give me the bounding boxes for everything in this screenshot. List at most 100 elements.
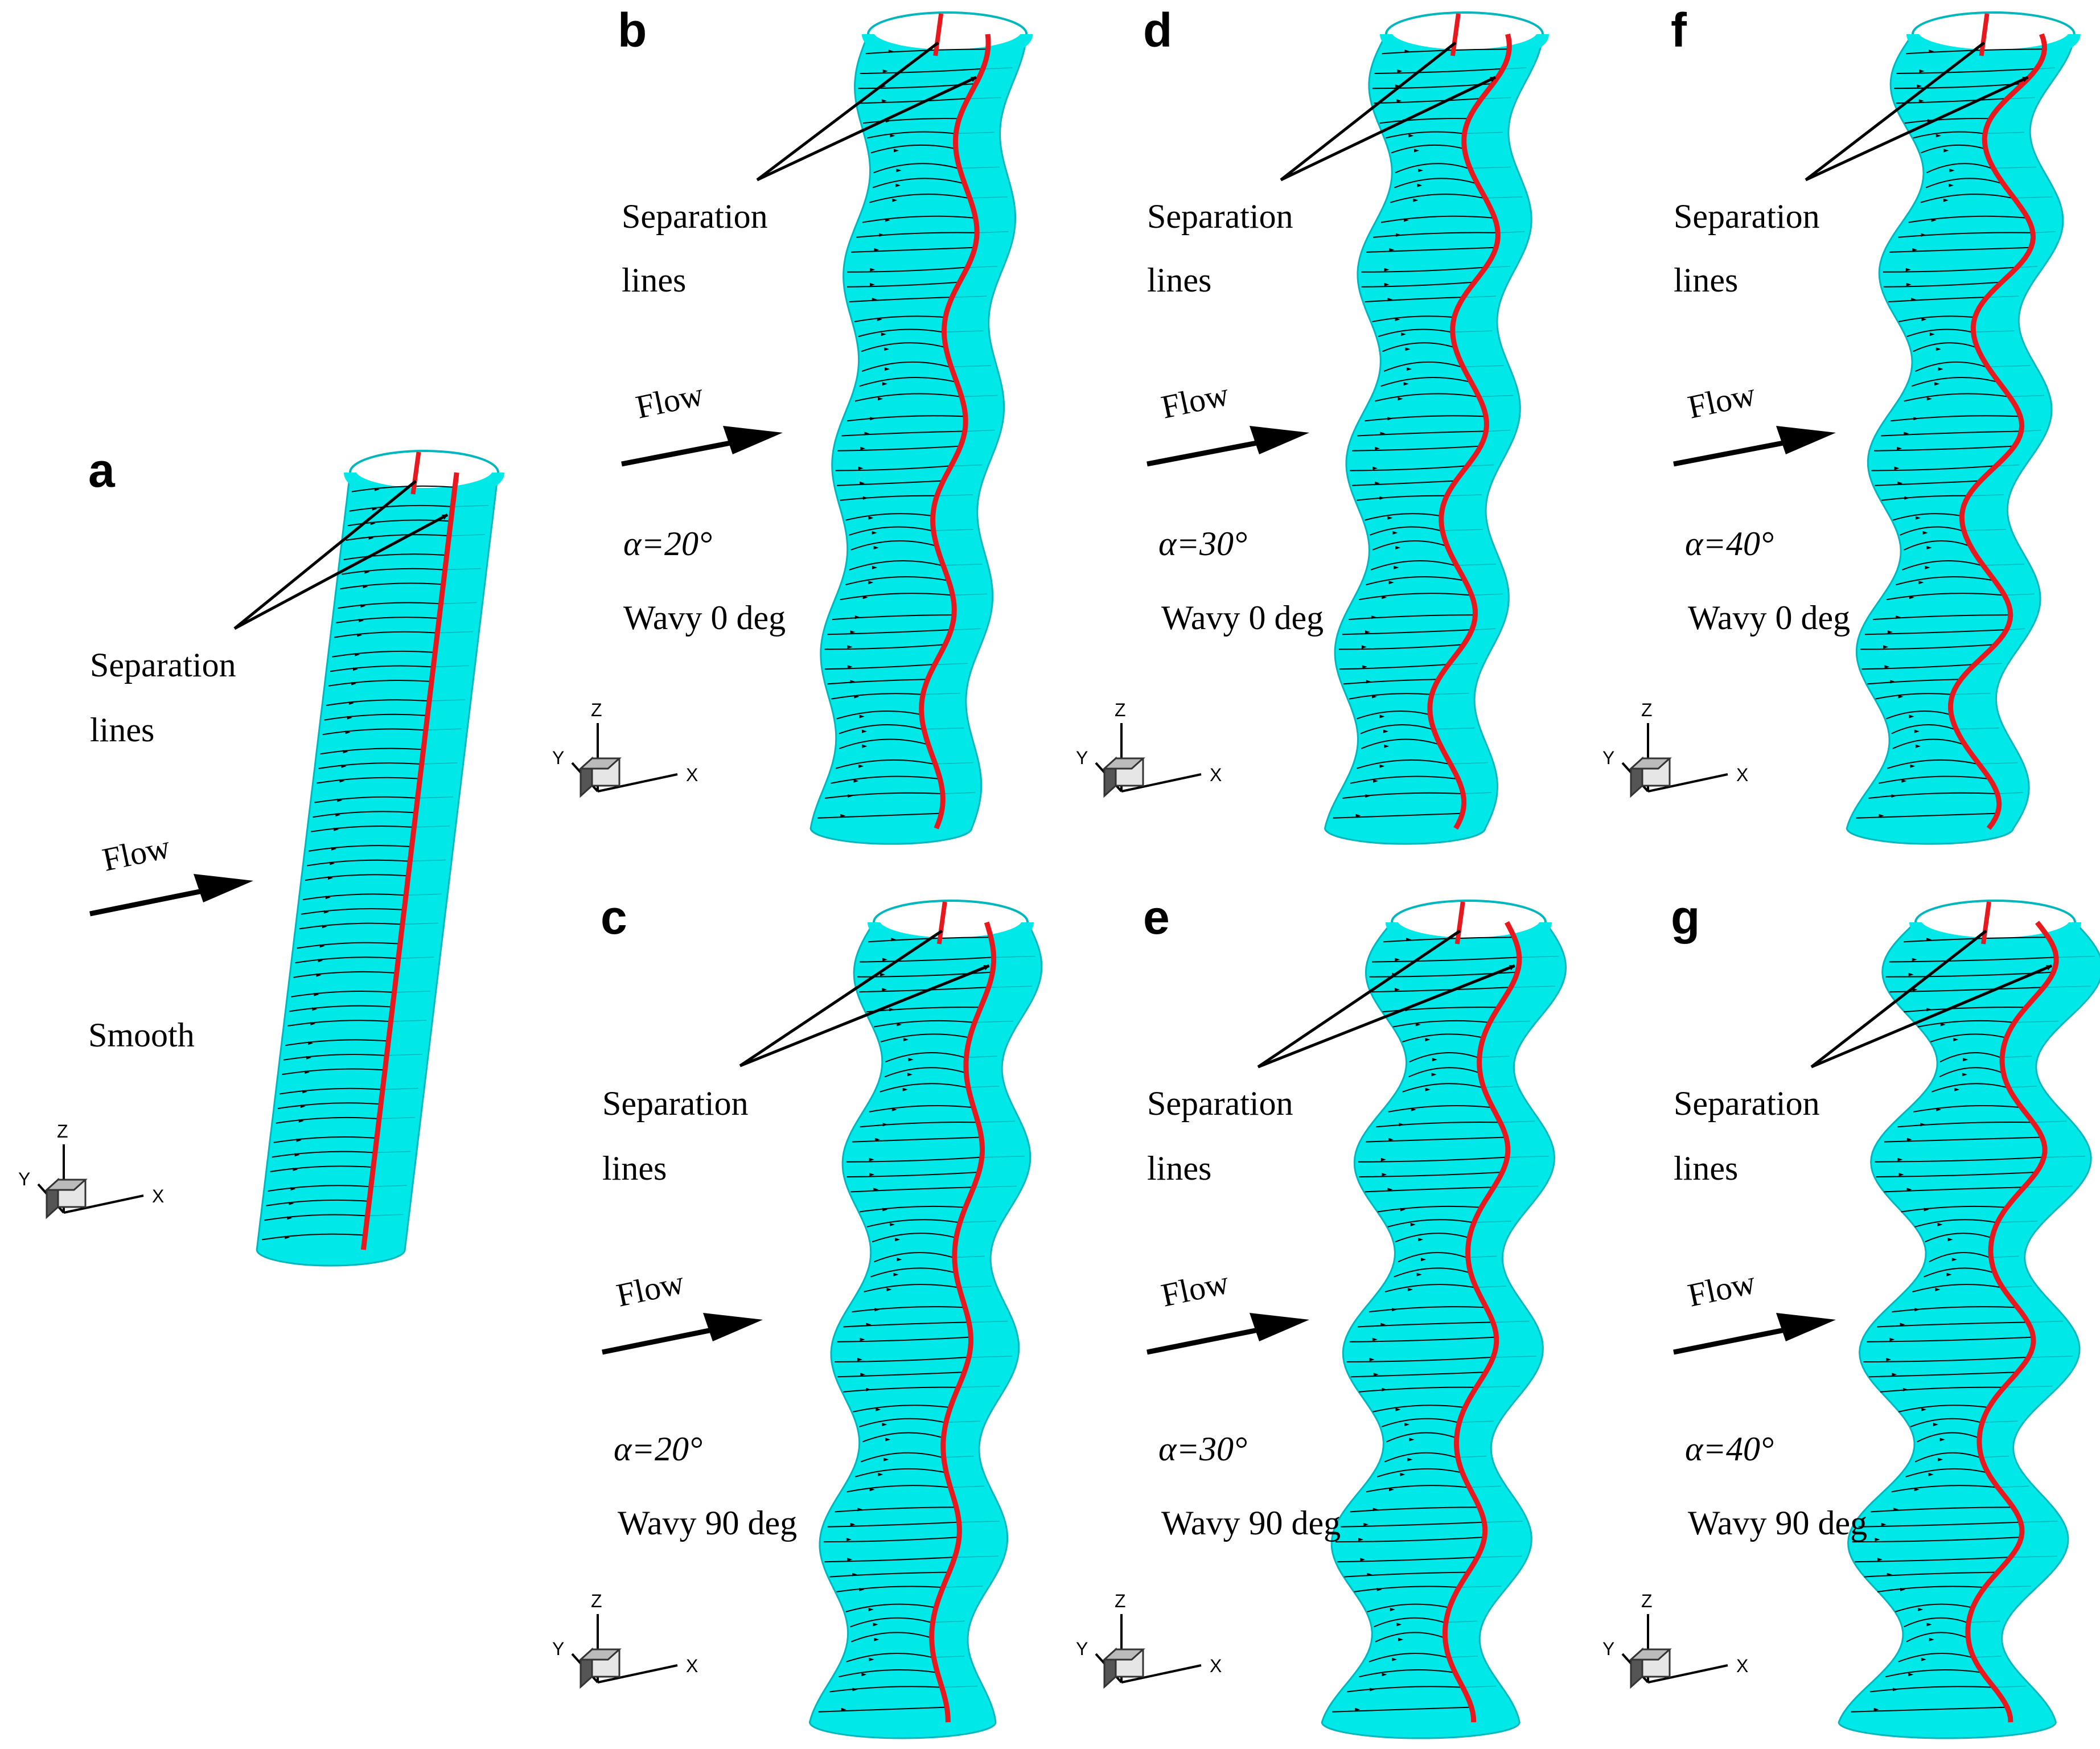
streamline xyxy=(1361,738,1438,749)
rear-streamline xyxy=(377,1151,411,1153)
rear-streamline xyxy=(1502,1120,1535,1123)
streamline-arrow xyxy=(1934,382,1940,386)
lines-label: lines xyxy=(90,711,154,749)
streamline-arrow xyxy=(1940,1023,1946,1027)
streamline xyxy=(1885,1669,1980,1678)
rear-streamline xyxy=(2004,1056,2032,1058)
streamline-arrow xyxy=(1390,1608,1395,1611)
streamline xyxy=(824,792,941,799)
streamline-arrow xyxy=(1914,729,1920,733)
streamline xyxy=(342,568,443,575)
streamline xyxy=(858,98,966,104)
rear-streamline xyxy=(1448,1620,1478,1623)
streamline-arrow xyxy=(862,744,868,748)
streamline-arrow xyxy=(864,432,870,436)
streamline-arrow xyxy=(847,1558,853,1562)
rear-streamline xyxy=(2023,429,2041,432)
streamline xyxy=(837,1372,963,1378)
streamline-arrow xyxy=(1929,332,1935,336)
separation-label: Separation xyxy=(602,1085,749,1122)
streamline-arrow xyxy=(1935,1288,1941,1291)
streamline xyxy=(1380,215,1493,223)
streamline-arrow xyxy=(850,630,856,634)
streamline-arrow xyxy=(1935,134,1941,138)
streamline-arrow xyxy=(302,1090,307,1094)
rear-streamline xyxy=(1999,792,2023,794)
rear-streamline xyxy=(1496,1185,1539,1188)
streamline xyxy=(1372,315,1452,322)
x-axis-label: X xyxy=(1210,1656,1222,1676)
streamline xyxy=(1871,465,1994,471)
streamline xyxy=(291,991,392,997)
streamline xyxy=(839,1669,935,1678)
separation-line-side xyxy=(1948,33,2047,830)
rear-streamline xyxy=(1450,663,1478,666)
rear-streamline xyxy=(971,1356,1013,1358)
streamline-arrow xyxy=(1938,367,1943,371)
streamline-arrow xyxy=(1963,1058,1969,1062)
flow-label: Flow xyxy=(99,828,173,878)
streamline-arrow xyxy=(1921,233,1926,237)
streamline xyxy=(1387,1219,1472,1227)
streamline-arrow xyxy=(877,318,882,321)
flow-label: Flow xyxy=(632,375,706,425)
streamline-arrow xyxy=(870,282,875,286)
rear-streamline xyxy=(435,665,470,667)
axis-triad: ZYX xyxy=(552,1591,698,1689)
streamline-arrow xyxy=(1414,149,1420,153)
streamline-arrow xyxy=(1884,665,1890,669)
z-axis-label: Z xyxy=(1641,700,1653,720)
streamline-arrow xyxy=(895,183,901,187)
streamline-arrow xyxy=(870,417,876,421)
streamline-arrow xyxy=(893,1272,899,1276)
streamline-arrow xyxy=(343,750,348,754)
streamline xyxy=(1384,1284,1474,1292)
streamline-arrow xyxy=(878,1472,883,1476)
rear-streamline xyxy=(428,728,462,730)
streamline xyxy=(1913,1105,2019,1112)
x-axis-line xyxy=(597,773,678,793)
streamline-arrow xyxy=(1905,268,1911,272)
streamline xyxy=(840,495,935,501)
streamline xyxy=(858,1418,944,1428)
streamline xyxy=(1337,1557,1476,1563)
flow-label: Flow xyxy=(1158,375,1232,425)
streamline-arrow xyxy=(1355,1707,1361,1711)
streamline-arrow xyxy=(1410,1222,1416,1226)
flow-arrow-head xyxy=(723,426,783,454)
separation-line-side xyxy=(1442,921,1522,1723)
streamline xyxy=(859,377,955,387)
streamline xyxy=(874,1252,953,1263)
streamline-arrow xyxy=(850,680,856,684)
streamline-arrow xyxy=(305,1070,310,1074)
streamline xyxy=(1939,1067,2002,1078)
streamline xyxy=(1881,495,1967,501)
streamline xyxy=(1367,1603,1448,1612)
streamline-arrow xyxy=(339,779,345,783)
streamline xyxy=(1394,1267,1469,1278)
rear-streamline xyxy=(970,97,1001,100)
streamline xyxy=(836,711,920,720)
streamline-arrow xyxy=(1906,282,1912,286)
rear-streamline xyxy=(1486,1521,1523,1523)
streamline xyxy=(1359,1172,1500,1178)
streamline-arrow xyxy=(306,1056,312,1060)
z-axis-label: Z xyxy=(591,1591,602,1611)
rear-streamline xyxy=(2046,1155,2086,1158)
streamline-arrow xyxy=(866,1323,872,1327)
axis-triad: ZYX xyxy=(1602,700,1748,798)
streamline xyxy=(1911,377,1996,387)
streamline xyxy=(1863,1357,2027,1362)
streamline xyxy=(1906,329,1971,338)
streamlines xyxy=(818,937,1035,1713)
streamline-arrow xyxy=(1918,581,1924,585)
x-axis-label: X xyxy=(152,1186,164,1206)
streamline xyxy=(273,1136,375,1143)
annotation-line-side xyxy=(1257,964,1515,1069)
streamline-arrow xyxy=(1900,1323,1905,1327)
streamline-arrow xyxy=(873,1623,878,1627)
rear-streamline xyxy=(1984,1420,2018,1423)
annotation-line-side xyxy=(1805,76,2029,182)
panel-letter: f xyxy=(1671,3,1687,57)
